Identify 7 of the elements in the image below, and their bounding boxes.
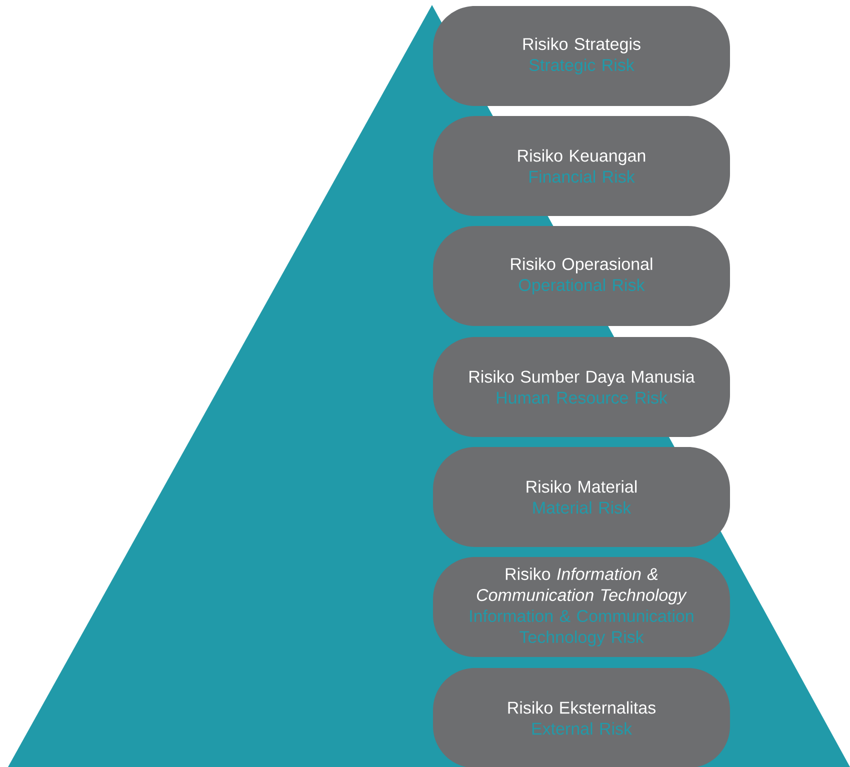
- risk-pill: Risiko Information & Communication Technology Information & Communication Technology Risk: [433, 557, 730, 657]
- risk-pill: Risiko Keuangan Financial Risk: [433, 116, 730, 216]
- risk-pill: Risiko Material Material Risk: [433, 447, 730, 547]
- risk-pill: Risiko Eksternalitas External Risk: [433, 668, 730, 767]
- risk-pill: Risiko Strategis Strategic Risk: [433, 6, 730, 106]
- risk-pill: Risiko Operasional Operational Risk: [433, 226, 730, 326]
- risk-pill: Risiko Sumber Daya Manusia Human Resource Risk: [433, 337, 730, 437]
